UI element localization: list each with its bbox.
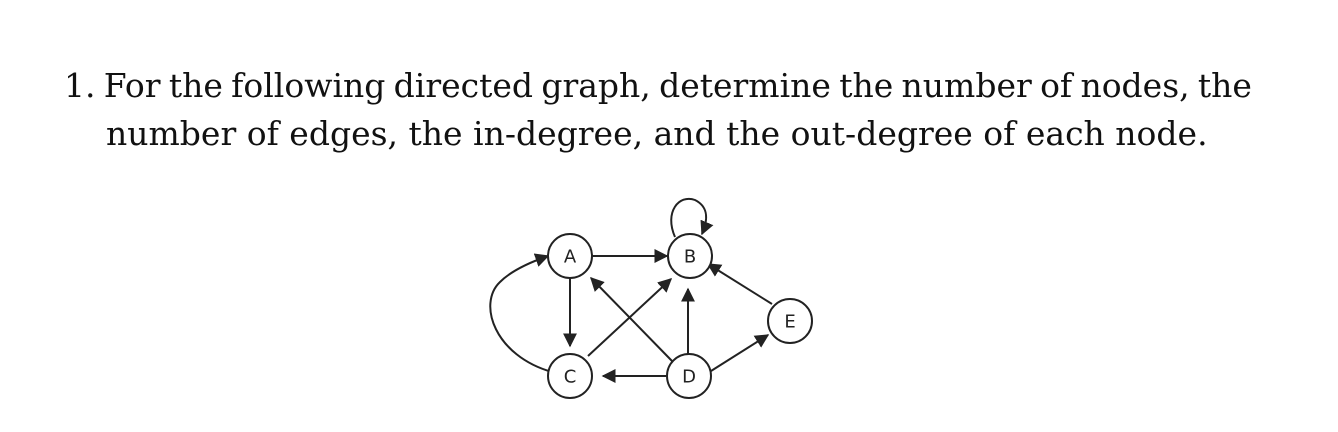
edge-d-to-a [590, 276, 673, 362]
problem-number: 1. [64, 66, 96, 105]
problem-word: of [1040, 66, 1073, 105]
directed-graph: A B C D E [489, 197, 813, 399]
problem-word: determine [659, 66, 831, 105]
problem-word: number [901, 66, 1032, 105]
edge-b-to-b-self-loop [670, 197, 714, 238]
problem-line-two: number of edges, the in-degree, and the … [106, 114, 1208, 153]
edge-e-to-b [706, 263, 773, 305]
node-c-label: C [564, 367, 577, 388]
problem-word: graph, [541, 66, 651, 105]
problem-statement: 1. For the following directed graph, det… [64, 62, 1294, 158]
problem-word: the [839, 66, 894, 105]
node-e-label: E [784, 312, 795, 333]
problem-word: following [231, 66, 386, 105]
node-a: A [547, 233, 593, 279]
node-b-label: B [684, 247, 696, 268]
problem-word: For [103, 66, 161, 105]
node-d-label: D [682, 367, 696, 388]
edge-c-to-a [489, 253, 553, 373]
problem-word: the [1197, 66, 1252, 105]
node-b: B [667, 233, 713, 279]
problem-word: directed [393, 66, 534, 105]
node-a-label: A [564, 247, 577, 268]
node-c: C [547, 353, 593, 399]
problem-word: nodes, [1080, 66, 1190, 105]
problem-line-one: 1. For the following directed graph, det… [64, 62, 1252, 110]
node-d: D [666, 353, 712, 399]
edge-d-to-e [710, 334, 770, 372]
node-e: E [767, 298, 813, 344]
problem-word: the [168, 66, 223, 105]
